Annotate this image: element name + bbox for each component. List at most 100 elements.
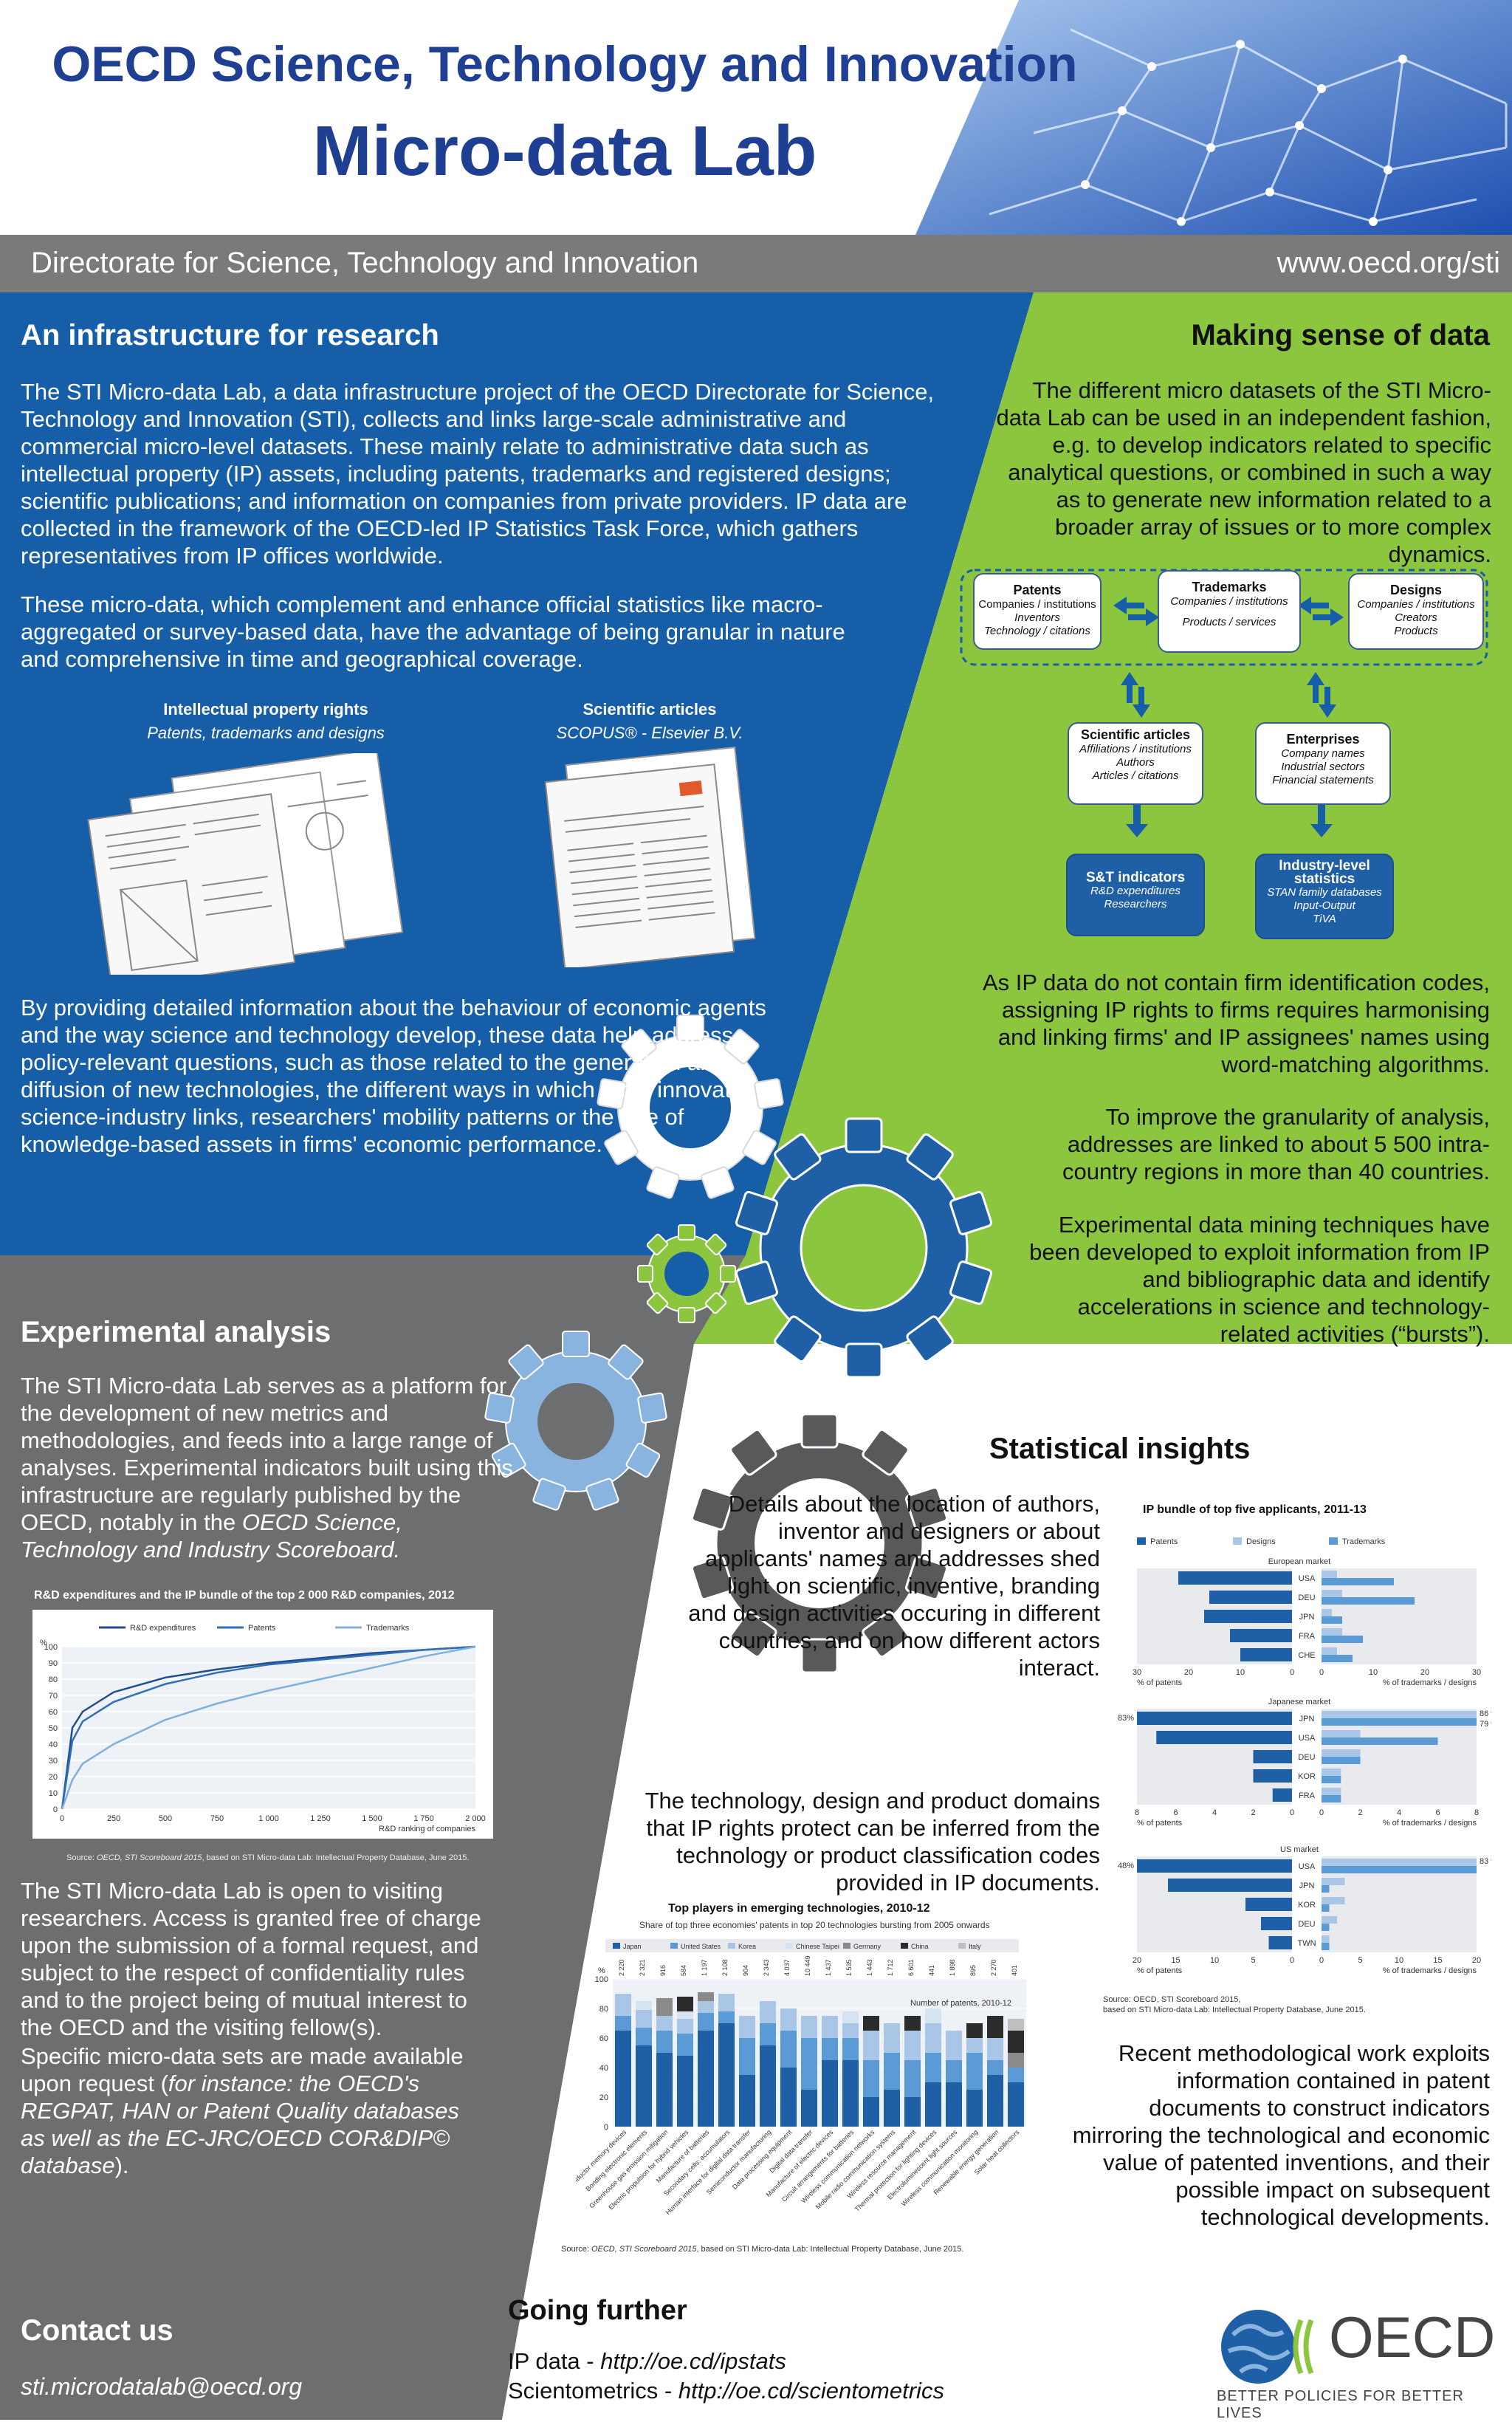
link-arrows	[1113, 597, 1344, 837]
node-trademarks-l1: Companies / institutions	[1170, 595, 1288, 608]
bundle-trademark-bar	[1322, 1597, 1415, 1605]
bundle-category: KOR	[1298, 1901, 1316, 1910]
bundle-right-tick: 6	[1435, 1808, 1440, 1817]
emerging-bar-segment	[925, 2008, 941, 2023]
node-enterprises-l3: Financial statements	[1272, 774, 1374, 786]
bundle-patent-bar	[1261, 1917, 1292, 1930]
bundle-category: DEU	[1298, 1920, 1315, 1929]
bundle-source-a: Source: OECD, STI Scoreboard 2015,	[1103, 1995, 1241, 2004]
scoreboard-title: OECD Science, Technology and Industry Sc…	[21, 1509, 402, 1562]
emerging-bar-segment	[966, 2038, 983, 2053]
node-trademarks-title: Trademarks	[1192, 580, 1267, 594]
bundle-patent-bar	[1240, 1648, 1292, 1661]
rd-ytick: 10	[49, 1789, 58, 1798]
bundle-left-tick: 2	[1251, 1808, 1255, 1817]
emerging-bar-segment	[1008, 2031, 1024, 2053]
directorate-band: Directorate for Science, Technology and …	[0, 235, 1512, 292]
bundle-left-tick: 5	[1251, 1956, 1255, 1965]
bundle-xlabel-right: % of trademarks / designs	[1383, 1966, 1477, 1975]
emerging-bar-segment	[636, 2010, 652, 2028]
bundle-design-bar	[1322, 1897, 1345, 1904]
emerging-bar-segment	[925, 2082, 941, 2127]
rd-ytick: 100	[44, 1643, 58, 1652]
bundle-design-bar	[1322, 1749, 1361, 1757]
oecd-tagline: BETTER POLICIES FOR BETTER LIVES	[1217, 2388, 1464, 2421]
rd-xtick: 1 750	[413, 1814, 434, 1823]
node-designs-l1: Companies / institutions	[1357, 598, 1475, 611]
rd-ytick: 40	[49, 1740, 58, 1749]
emerging-bar-segment	[966, 2023, 983, 2038]
bundle-xlabel-right: % of trademarks / designs	[1383, 1819, 1477, 1828]
bundle-category: JPN	[1299, 1715, 1315, 1723]
emerging-bar-segment	[863, 2031, 879, 2060]
bundle-trademark-bar	[1322, 1757, 1361, 1764]
bundle-design-bar	[1322, 1628, 1342, 1636]
going-sci-row: Scientometrics - http://oe.cd/scientomet…	[508, 2378, 944, 2404]
bundle-trademark-bar	[1322, 1616, 1342, 1624]
rd-chart-title: R&D expenditures and the IP bundle of th…	[34, 1589, 455, 1602]
emerging-bar-segment	[698, 2001, 714, 2013]
bundle-legend-label: Designs	[1246, 1537, 1276, 1546]
emerging-count-label: 916	[659, 1965, 667, 1976]
going-sci-label: Scientometrics -	[508, 2378, 678, 2404]
node-st-indicators: S&T indicators R&D expenditures Research…	[1066, 854, 1205, 936]
gear-icon-white	[597, 1015, 784, 1199]
node-patents-l3: Technology / citations	[984, 625, 1090, 637]
emerging-bar-segment	[884, 2090, 900, 2127]
emerging-bar-segment	[884, 2023, 900, 2053]
experimental-p2: The STI Micro-data Lab is open to visiti…	[21, 1878, 481, 2040]
experimental-p3: Specific micro-data sets are made availa…	[21, 2042, 478, 2179]
header-title: OECD Science, Technology and Innovation	[52, 36, 1078, 92]
insights-p2: The technology, design and product domai…	[645, 1788, 1100, 1896]
emerging-source-a: Source:	[561, 2245, 591, 2254]
node-industry-l2: Input-Output	[1293, 899, 1355, 912]
emerging-ytick: 100	[595, 1975, 608, 1984]
emerging-count-label: 4 037	[783, 1959, 791, 1976]
emerging-bar-segment	[925, 2053, 941, 2082]
website-link[interactable]: www.oecd.org/sti	[1276, 247, 1500, 279]
emerging-bar-segment	[780, 2031, 797, 2068]
bundle-trademark-bar	[1322, 1885, 1330, 1893]
emerging-chart-title: Top players in emerging technologies, 20…	[668, 1902, 930, 1915]
bundle-right-tick: 2	[1358, 1808, 1362, 1817]
emerging-bar-segment	[656, 1998, 673, 2016]
emerging-bar-segment	[677, 1997, 693, 2011]
bundle-right-tick: 8	[1474, 1808, 1479, 1817]
emerging-ytick: 80	[599, 2005, 608, 2014]
node-scientific-l2: Authors	[1116, 756, 1155, 769]
going-ip-link[interactable]: http://oe.cd/ipstats	[600, 2348, 786, 2374]
bundle-category: USA	[1299, 1734, 1316, 1743]
bundle-right-tick: 15	[1433, 1956, 1442, 1965]
bundle-left-tick: 8	[1135, 1808, 1139, 1817]
emerging-category-label: Wireless communication monitoring	[900, 2128, 980, 2208]
emerging-bar-segment	[615, 2016, 631, 2031]
bundle-design-bar	[1322, 1571, 1337, 1578]
node-enterprises-l1: Company names	[1281, 747, 1365, 760]
scientific-articles-image	[544, 747, 756, 967]
going-sci-link[interactable]: http://oe.cd/scientometrics	[678, 2378, 944, 2404]
emerging-bar-segment	[863, 2060, 879, 2097]
experimental-p1-text: The STI Micro-data Lab serves as a platf…	[21, 1373, 513, 1535]
bundle-trademark-bar	[1322, 1776, 1341, 1783]
infrastructure-p2: These micro-data, which complement and e…	[21, 591, 845, 672]
emerging-legend-bg	[605, 1939, 1019, 1952]
bundle-category: USA	[1299, 1574, 1316, 1583]
bundle-category: USA	[1299, 1862, 1316, 1871]
emerging-bar-segment	[718, 2011, 735, 2023]
emerging-bar-segment	[822, 2060, 838, 2127]
node-scientific-l3: Articles / citations	[1092, 769, 1179, 782]
emerging-bar-segment	[842, 2011, 859, 2023]
experimental-p3-b: for instance: the OECD's REGPAT, HAN or …	[21, 2071, 459, 2178]
bundle-category: JPN	[1299, 1881, 1315, 1890]
emerging-bar-segment	[822, 2038, 838, 2060]
bundle-panel-name: Japanese market	[1268, 1698, 1330, 1706]
bundle-xlabel-right: % of trademarks / designs	[1383, 1678, 1477, 1687]
node-patents-title: Patents	[1013, 583, 1062, 597]
bundle-trademark-bar	[1322, 1943, 1330, 1950]
bundle-trademark-bar	[1322, 1737, 1438, 1745]
contact-email[interactable]: sti.microdatalab@oecd.org	[21, 2373, 303, 2400]
bundle-right-tick: 0	[1319, 1956, 1324, 1965]
bundle-annotation-left: 48%	[1118, 1862, 1134, 1870]
emerging-bar-segment	[1008, 2068, 1024, 2082]
